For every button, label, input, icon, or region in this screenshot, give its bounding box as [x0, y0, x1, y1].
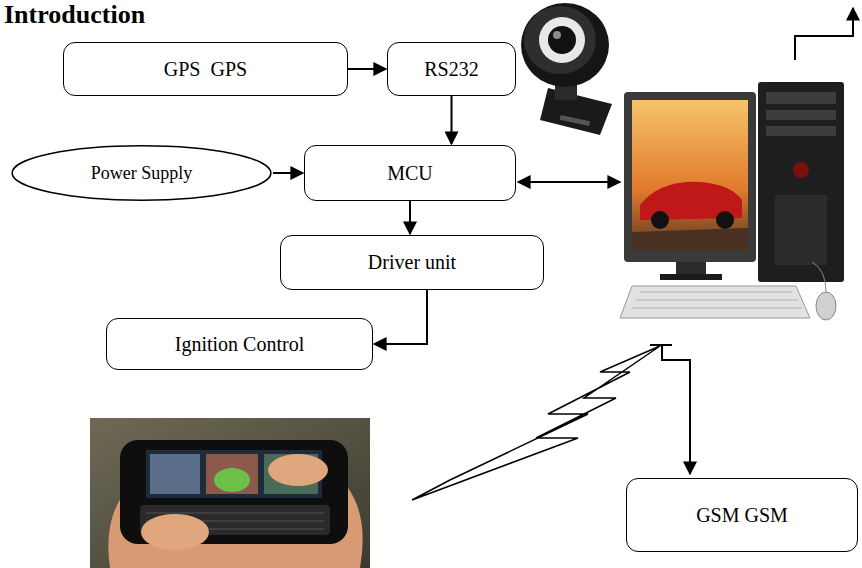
- process-box: Driver unit: [280, 235, 544, 290]
- source-ellipse: Power Supply: [10, 145, 273, 201]
- process-box: GPS GPS: [63, 42, 348, 96]
- box-label: MCU: [387, 162, 433, 185]
- connector-arrow: [409, 201, 411, 234]
- box-label: GPS GPS: [164, 58, 247, 81]
- box-label: RS232: [424, 58, 478, 81]
- phone-picture: [90, 418, 370, 568]
- computer-picture: [620, 82, 844, 320]
- connector-arrow: [451, 96, 453, 144]
- connector-arrow: [374, 290, 427, 344]
- connector-arrow: [348, 68, 386, 70]
- gsm-link: [650, 345, 690, 474]
- process-box: RS232: [387, 42, 516, 96]
- box-label: Power Supply: [91, 163, 193, 184]
- process-box: MCU: [304, 145, 516, 201]
- wireless-bolt: [412, 346, 660, 500]
- webcam-picture: [521, 3, 612, 135]
- process-box: GSM GSM: [626, 478, 858, 552]
- process-box: Ignition Control: [106, 318, 373, 370]
- output-arrow: [795, 8, 853, 60]
- box-label: GSM GSM: [696, 504, 788, 527]
- connector-arrow: [273, 172, 303, 174]
- diagram-title: Introduction: [4, 0, 145, 30]
- pc-link: [518, 181, 620, 183]
- box-label: Ignition Control: [175, 333, 304, 356]
- box-label: Driver unit: [368, 251, 456, 274]
- ellipse-outline: [10, 145, 273, 201]
